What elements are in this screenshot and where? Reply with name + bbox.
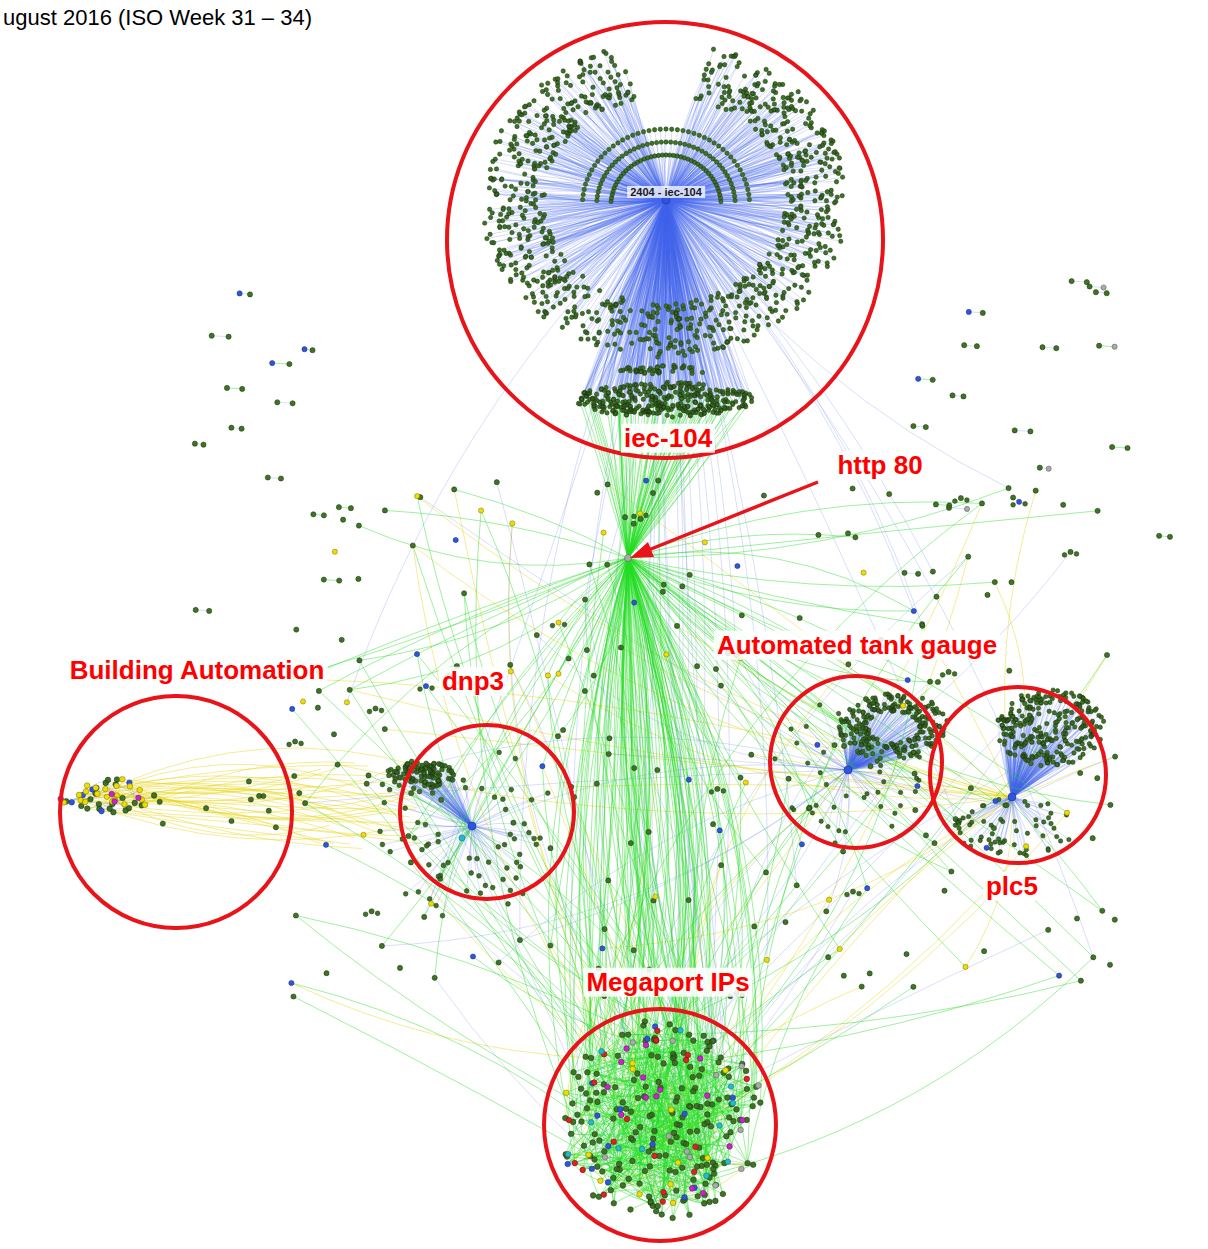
hub-label: 2404 - iec-104	[627, 186, 705, 198]
graph-nodes-grey	[602, 285, 1117, 1188]
cluster-circle: 2404 - iec-104 iec-104	[445, 20, 885, 460]
cluster-circle: dnp3	[398, 723, 576, 901]
graph-nodes-cyan	[459, 835, 736, 1179]
arrow-head	[630, 542, 654, 558]
page-title: ugust 2016 (ISO Week 31 – 34)	[3, 6, 312, 30]
cluster-circle: Megaport IPs	[542, 1007, 778, 1243]
cluster-label: Building Automation	[67, 656, 328, 685]
cluster-circle: Automated tank gauge	[768, 674, 944, 850]
cluster-circle: plc5	[928, 685, 1108, 865]
cluster-label: iec-104	[621, 424, 715, 453]
callout-label: http 80	[834, 451, 925, 480]
cluster-label: plc5	[983, 872, 1041, 901]
cluster-label: Megaport IPs	[583, 968, 752, 997]
cluster-label: dnp3	[439, 667, 507, 696]
graph-nodes-blue	[69, 196, 1062, 1200]
graph-nodes-yellow	[61, 493, 1070, 1205]
leader-line	[646, 482, 818, 551]
graph-nodes-red	[566, 1028, 749, 1205]
cluster-circle: Building Automation	[58, 694, 294, 930]
graph-nodes	[63, 47, 1172, 1221]
cluster-label: Automated tank gauge	[714, 631, 1000, 660]
